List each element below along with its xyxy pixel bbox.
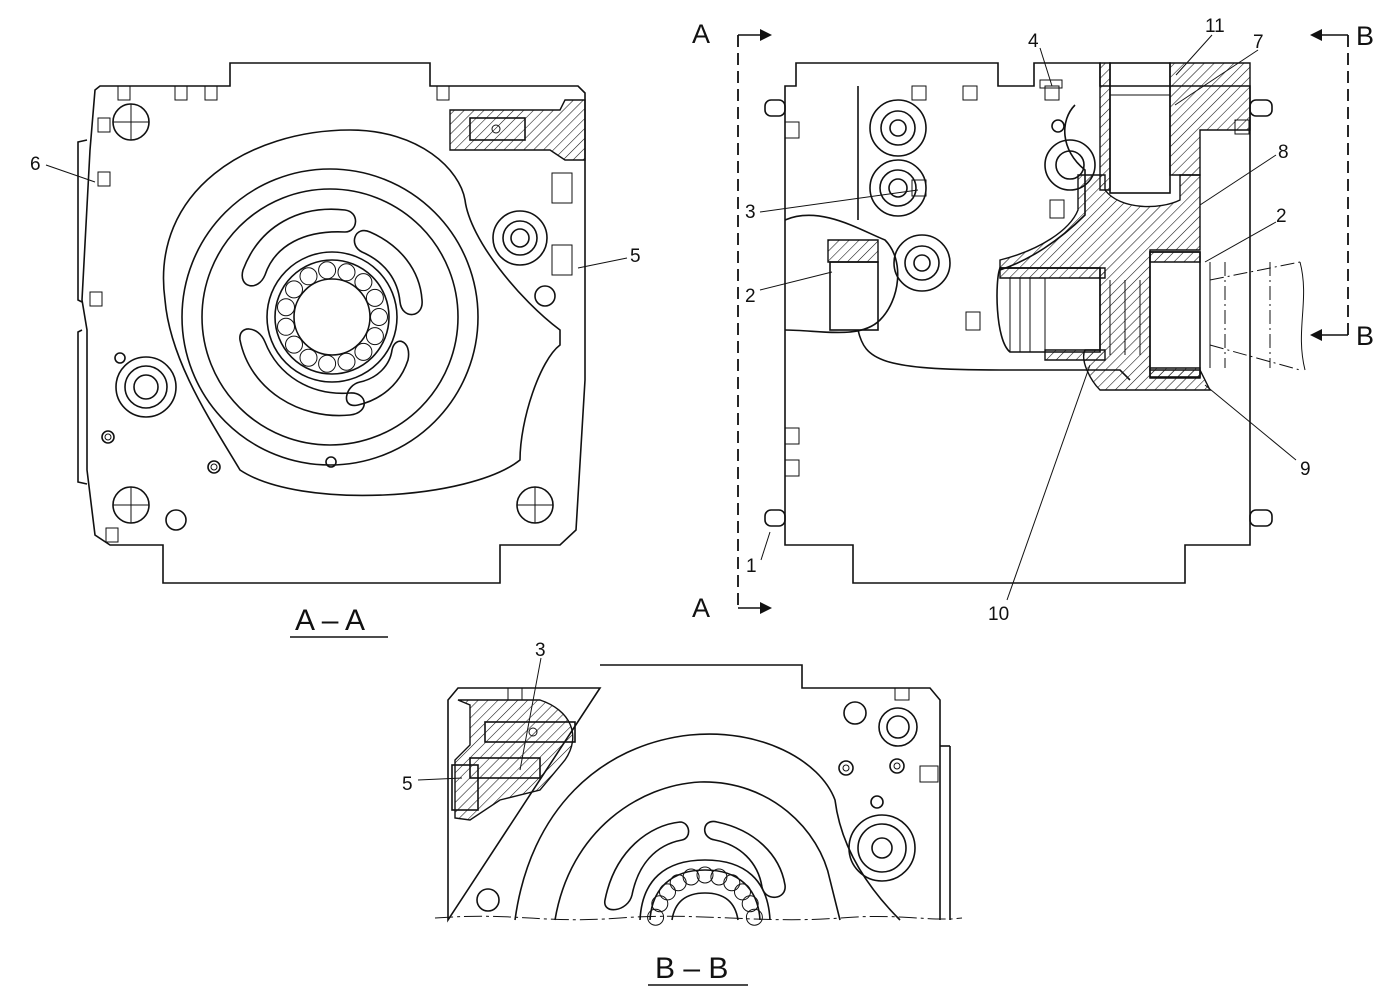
callout-labels: 6 5 3 2 4 11 7 8 2 9 10 1 3 5 [30,16,1311,795]
leader-lines [45,34,1297,781]
marker-a-top: A [692,19,710,49]
bearing-outer [266,251,398,383]
callout-3-bb: 3 [535,640,546,661]
callout-9: 9 [1300,459,1311,480]
corner-bolt-bottom-right [516,486,554,524]
roller [337,263,356,282]
callout-1: 1 [746,556,757,577]
roller [682,868,700,886]
roller [318,261,337,280]
inner-ring [201,188,459,446]
roller [318,354,337,373]
roller [277,298,295,317]
section-line-b [1310,29,1349,341]
callout-2-right: 2 [1276,206,1287,227]
view-a-a [77,62,586,584]
roller [299,348,318,367]
callout-2-left: 2 [745,286,756,307]
marker-a-bottom: A [692,593,710,623]
side-view [764,62,1306,584]
callout-5-bb: 5 [402,774,413,795]
roller [734,883,751,901]
roller [354,273,373,292]
callout-5-aa: 5 [630,246,641,267]
roller [659,883,676,901]
callout-7: 7 [1253,32,1264,53]
roller [651,895,669,913]
marker-b-top: B [1356,21,1374,51]
roller [354,342,373,361]
section-titles: A – A B – B [290,604,748,986]
outer-ring [181,168,479,466]
roller [669,874,687,892]
corner-bolt-bottom-left [112,486,150,524]
view-b-b [434,664,963,926]
title-b-b: B – B [655,952,728,985]
valve-bore-section [449,99,586,161]
title-a-a: A – A [295,604,365,637]
roller [370,308,388,326]
kidney-slot-lower-left [239,328,366,417]
corner-bolt-top-left [112,103,150,141]
callout-8: 8 [1278,142,1289,163]
callout-11: 11 [1205,16,1225,37]
roller [277,317,295,336]
bearing-rollers-bb [647,866,763,926]
shaft [293,278,371,356]
section-markers: A A B B [692,19,1374,623]
roller [365,327,384,346]
roller [299,267,318,286]
roller [723,874,741,892]
housing-section-hatch [999,174,1212,391]
roller [285,280,303,299]
roller [337,352,356,371]
roller [745,908,763,926]
roller [285,335,303,354]
marker-b-bottom: B [1356,321,1374,351]
callout-10: 10 [988,604,1009,625]
callout-6: 6 [30,154,41,175]
section-line-a [737,29,772,614]
roller [741,895,759,913]
roller [647,908,665,926]
roller [365,288,384,307]
callout-3-side: 3 [745,202,756,223]
kidney-slot-upper-right [353,229,423,316]
bearing-rollers [277,261,388,373]
kidney-slot-lower-right [345,340,410,407]
kidney-slot-upper-left [241,208,357,287]
roller [696,866,714,884]
callout-4: 4 [1028,31,1039,52]
valve-bore-section-bb [454,699,574,821]
